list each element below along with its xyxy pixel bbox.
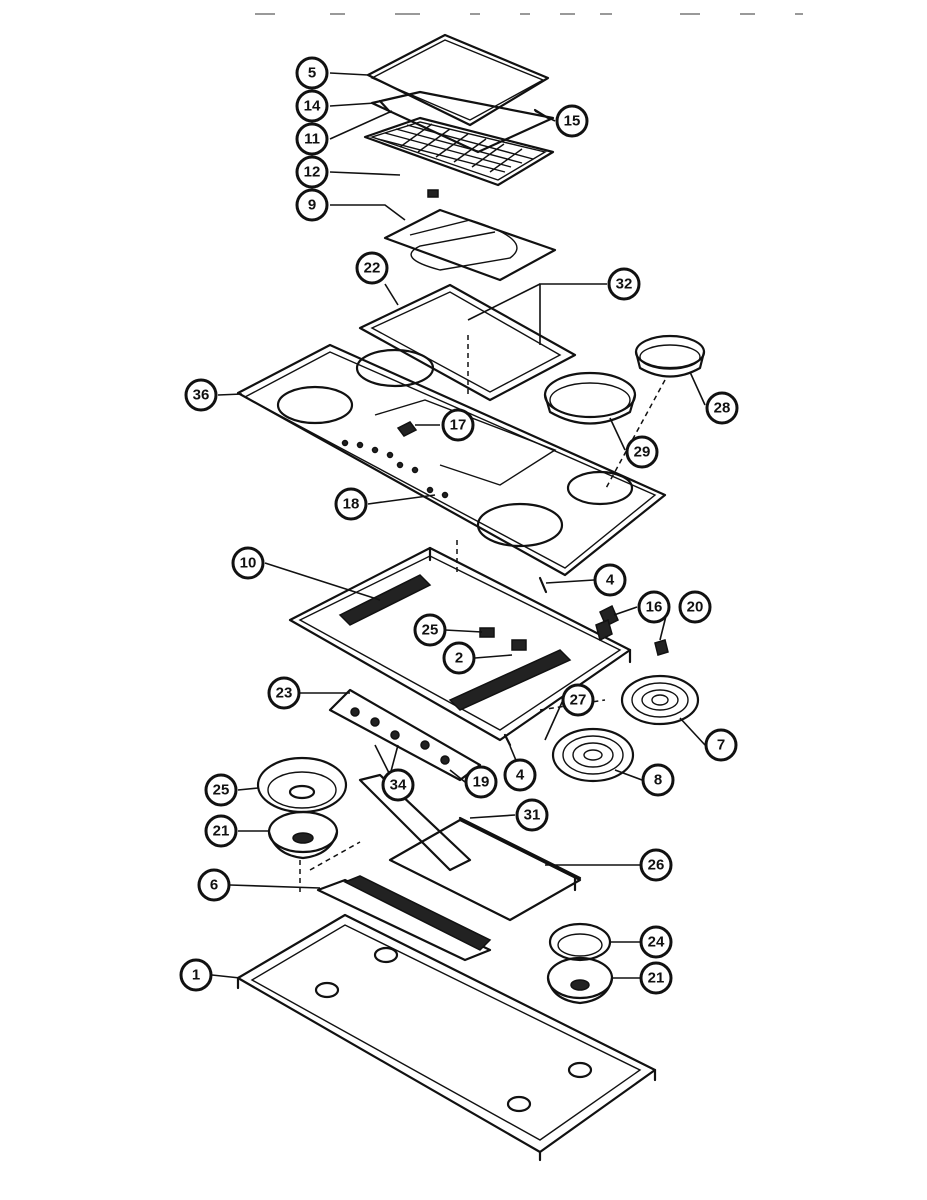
callout-24: 24 (639, 925, 673, 959)
callout-9-label: 9 (308, 197, 316, 214)
callout-29-label: 29 (634, 444, 651, 461)
part-1-base-pan (236, 913, 657, 1162)
callout-23-label: 23 (276, 685, 293, 702)
callout-14-label: 14 (304, 98, 321, 115)
part-21-cup-right (546, 956, 614, 1005)
callout-28: 28 (705, 391, 739, 425)
callout-36-label: 36 (193, 387, 210, 404)
part-16-bracket (595, 604, 619, 642)
callout-21-left: 21 (204, 814, 238, 848)
callouts: 5 14 11 15 12 9 22 32 (179, 56, 739, 995)
callout-27-label: 27 (570, 692, 587, 709)
part-4-screw (503, 576, 548, 747)
callout-20: 20 (678, 590, 712, 624)
callout-11: 11 (295, 122, 329, 156)
part-36-cooktop (236, 343, 667, 577)
callout-25-mid-label: 25 (422, 622, 439, 639)
callout-16: 16 (637, 590, 671, 624)
callout-32: 32 (607, 267, 641, 301)
callout-19-label: 19 (473, 774, 490, 791)
callout-15: 15 (555, 104, 589, 138)
callout-2: 2 (442, 641, 476, 675)
part-25-cap (256, 756, 348, 814)
callout-26-label: 26 (648, 857, 665, 874)
callout-8: 8 (641, 763, 675, 797)
leader-lines (211, 72, 706, 979)
callout-34: 34 (381, 768, 415, 802)
callout-31: 31 (515, 798, 549, 832)
part-22-tray (358, 283, 577, 402)
callout-4-bottom-label: 4 (516, 767, 525, 784)
callout-18: 18 (334, 487, 368, 521)
callout-22: 22 (355, 251, 389, 285)
part-28-ring (634, 334, 706, 378)
callout-14: 14 (295, 89, 329, 123)
callout-7: 7 (704, 728, 738, 762)
part-23-control-panel (328, 688, 482, 782)
callout-12-label: 12 (304, 164, 321, 181)
callout-21-left-label: 21 (213, 823, 230, 840)
callout-22-label: 22 (364, 260, 381, 277)
part-6-rail (309, 841, 492, 962)
callout-5-label: 5 (308, 65, 316, 82)
part-7-burner (620, 674, 700, 726)
callout-19: 19 (464, 765, 498, 799)
callout-26: 26 (639, 848, 673, 882)
callout-10-label: 10 (240, 555, 257, 572)
callout-11-label: 11 (304, 131, 320, 148)
callout-25-left: 25 (204, 773, 238, 807)
callout-10: 10 (231, 546, 265, 580)
callout-27: 27 (561, 683, 595, 717)
callout-4-top-label: 4 (606, 572, 615, 589)
callout-32-label: 32 (616, 276, 633, 293)
callout-6: 6 (197, 868, 231, 902)
part-29-ring (543, 371, 637, 425)
callout-12: 12 (295, 155, 329, 189)
callout-17-label: 17 (450, 417, 467, 434)
callout-24-label: 24 (648, 934, 665, 951)
callout-1: 1 (179, 958, 213, 992)
callout-25-left-label: 25 (213, 782, 230, 799)
callout-36: 36 (184, 378, 218, 412)
part-12-grate (363, 116, 555, 187)
callout-20-label: 20 (687, 599, 704, 616)
callout-21-right-label: 21 (648, 970, 665, 987)
callout-8-label: 8 (654, 772, 662, 789)
part-24-cap (548, 922, 612, 962)
part-9-element (383, 189, 557, 282)
callout-25-mid: 25 (413, 613, 447, 647)
callout-28-label: 28 (714, 400, 731, 417)
callout-9: 9 (295, 188, 329, 222)
callout-29: 29 (625, 435, 659, 469)
callout-18-label: 18 (343, 496, 360, 513)
part-21-cup-left (267, 810, 339, 860)
callout-16-label: 16 (646, 599, 663, 616)
callout-1-label: 1 (192, 967, 200, 984)
callout-23: 23 (267, 676, 301, 710)
part-26-panel (358, 773, 582, 922)
callout-17: 17 (441, 408, 475, 442)
callout-15-label: 15 (564, 113, 581, 130)
callout-21-right: 21 (639, 961, 673, 995)
callout-6-label: 6 (210, 877, 218, 894)
callout-4-top: 4 (593, 563, 627, 597)
callout-5: 5 (295, 56, 329, 90)
callout-34-label: 34 (390, 777, 407, 794)
part-10-frame (288, 546, 632, 742)
callout-2-label: 2 (455, 650, 463, 667)
callout-4-bottom: 4 (503, 758, 537, 792)
callout-31-label: 31 (524, 807, 541, 824)
callout-7-label: 7 (717, 737, 725, 754)
part-20-knob (654, 639, 669, 656)
part-5-cover (366, 33, 550, 127)
part-8-burner (551, 727, 635, 783)
